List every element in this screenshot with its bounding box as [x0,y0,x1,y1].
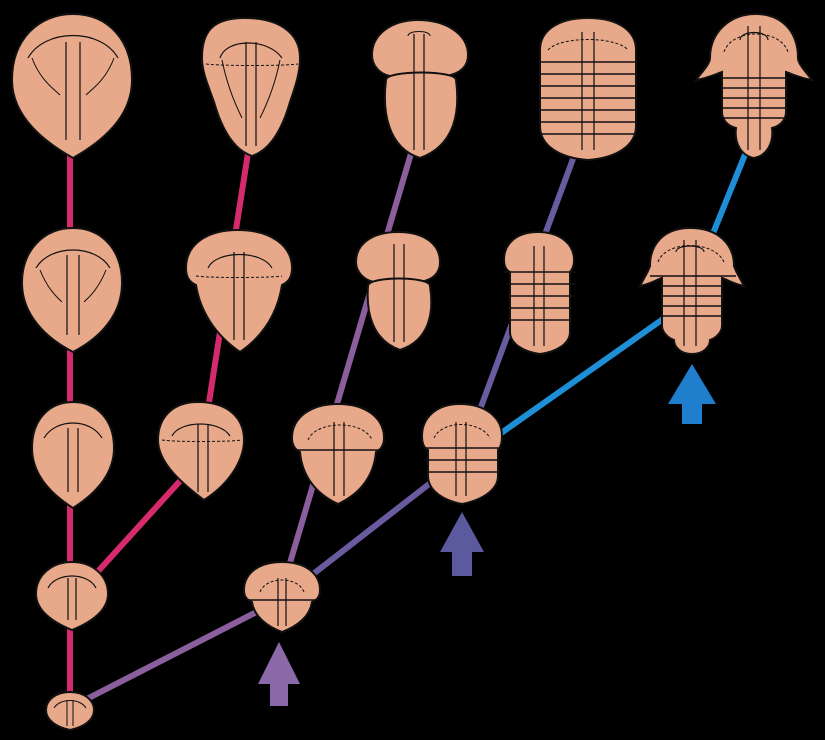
trilobite-lineage-3-stage-2 [290,402,386,506]
trilobite-lineage-5-stage-3 [638,226,746,356]
branch-line-node-2-to-node-3 [467,297,693,458]
trilobite-node-2 [420,402,504,506]
branch-line-root-to-node-1 [72,597,283,708]
arrow-up-icon-blue [668,364,716,424]
trilobite-lineage-3-stage-4 [370,18,470,160]
trilobite-lineage-1-stage-4 [10,12,134,160]
trilobite-lineage-4-stage-3 [502,230,576,356]
trilobite-node-1 [242,560,322,634]
trilobite-lineage-1-stage-2 [30,400,116,510]
trilobite-lineage-2-stage-2 [156,400,246,502]
trilobite-ancestor-protaspis [44,690,96,732]
trilobite-lineage-1-stage-3 [20,226,124,354]
trilobite-lineage-5-stage-4 [693,12,815,160]
trilobite-lineage-4-stage-4 [539,16,637,162]
arrow-up-icon-purple [258,642,300,706]
trilobite-lineage-2-stage-3 [184,228,294,354]
arrow-up-icon-indigo [440,512,484,576]
trilobite-lineage-2-stage-4 [200,16,302,158]
trilobite-lineage-1-stage-1 [34,560,110,632]
branch-line-lineage-3 [279,137,418,593]
trilobite-lineage-3-stage-3 [354,230,442,352]
